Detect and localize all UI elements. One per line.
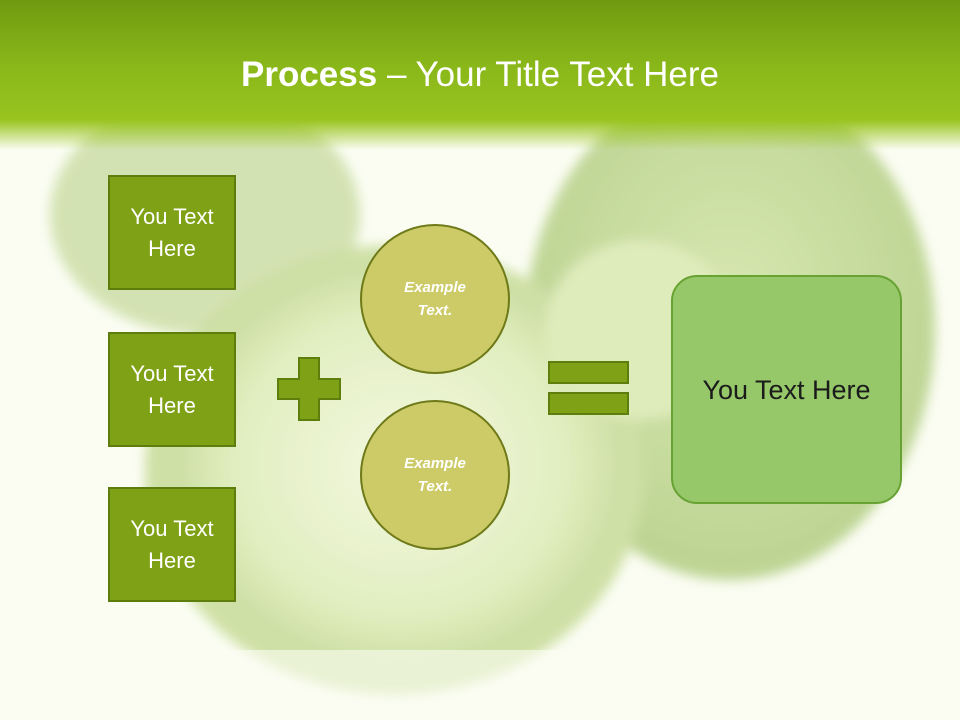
left-box-2: You Text Here (108, 332, 236, 447)
left-box-3-label: You Text Here (130, 515, 214, 573)
circle-1: Example Text. (360, 224, 510, 374)
result-label: You Text Here (702, 374, 871, 405)
slide-title: Process – Your Title Text Here (0, 52, 960, 98)
title-text: – Your Title Text Here (377, 55, 719, 94)
left-box-1: You Text Here (108, 175, 236, 290)
left-box-1-label: You Text Here (130, 203, 214, 261)
circle-2-label: Example Text. (404, 455, 466, 495)
plus-icon (277, 357, 341, 421)
left-box-3: You Text Here (108, 487, 236, 602)
circle-1-label: Example Text. (404, 279, 466, 319)
left-box-2-label: You Text Here (130, 360, 214, 418)
title-bold: Process (241, 55, 378, 94)
title-bar (0, 0, 960, 150)
circle-2: Example Text. (360, 400, 510, 550)
equals-icon (548, 361, 629, 415)
result-box: You Text Here (671, 275, 902, 504)
